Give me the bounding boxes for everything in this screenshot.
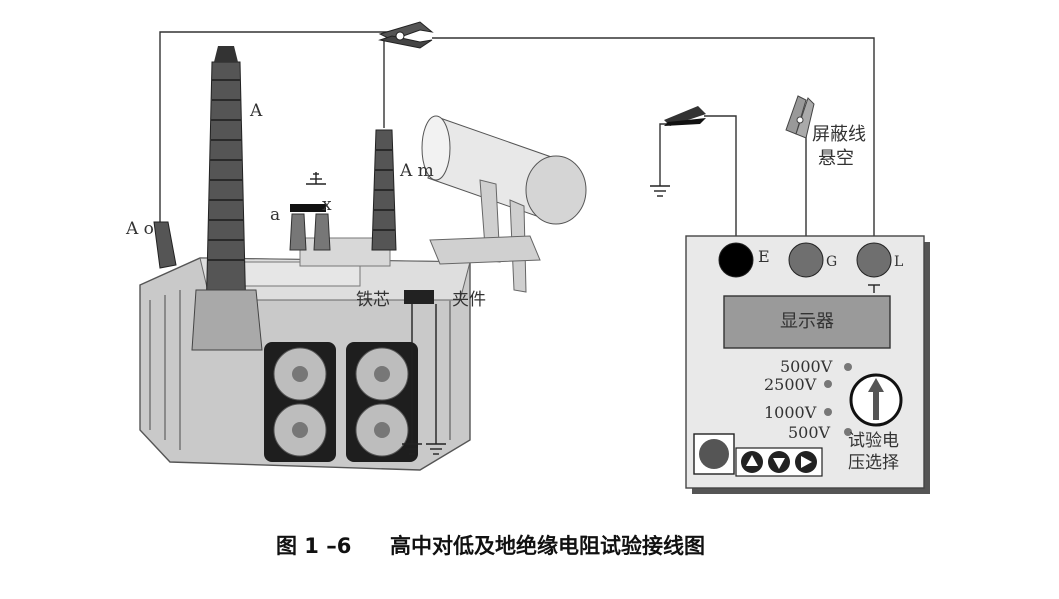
- label-terminal-a: a: [270, 205, 280, 225]
- bushing-Ao: [153, 221, 177, 269]
- terminal-G[interactable]: [788, 242, 824, 278]
- voltage-option-1000: 1000V: [764, 403, 817, 422]
- wire-ground-to-E: [704, 115, 737, 240]
- selector-label-line2: 压选择: [848, 453, 899, 473]
- bushing-A: [191, 46, 263, 351]
- radiator-fans: [264, 342, 418, 462]
- label-clamp: 夹件: [452, 290, 486, 310]
- label-terminal-A: A: [249, 101, 263, 121]
- label-core: 铁芯: [356, 290, 390, 310]
- label-terminal-E: E: [758, 247, 770, 266]
- voltage-option-500: 500V: [788, 423, 831, 442]
- nav-button-down[interactable]: [768, 451, 790, 473]
- L-minus-mark: [868, 284, 880, 293]
- nav-button-up[interactable]: [741, 451, 763, 473]
- label-shield-float: 悬空: [818, 148, 854, 169]
- wiring: [159, 31, 875, 240]
- figure-number: 图 1 –6: [276, 534, 351, 558]
- nav-button-group: [735, 447, 823, 477]
- ground-symbol-ax: [306, 172, 326, 185]
- transformer: [139, 46, 587, 471]
- wire-clip-to-L: [432, 37, 875, 240]
- alligator-clip-top: [378, 21, 434, 49]
- selector-label-line1: 试验电: [848, 431, 899, 451]
- ground-symbol-core: [402, 443, 422, 455]
- conservator-tank: [421, 115, 587, 293]
- display-label: 显示器: [780, 311, 834, 332]
- label-terminal-Am: A m: [399, 161, 434, 181]
- terminal-E[interactable]: [718, 242, 754, 278]
- power-button[interactable]: [699, 439, 729, 469]
- label-terminal-L: L: [894, 254, 903, 270]
- voltage-option-5000: 5000V: [780, 357, 833, 376]
- ground-symbol-left: [650, 185, 670, 197]
- alligator-clip-ground: [664, 106, 706, 126]
- ground-symbol-clamp: [426, 443, 446, 455]
- label-terminal-G: G: [826, 254, 837, 270]
- wire-ground-left: [659, 123, 668, 186]
- voltage-option-2500: 2500V: [764, 375, 817, 394]
- figure-title: 高中对低及地绝缘电阻试验接线图: [390, 534, 705, 558]
- insulation-tester: E G L 显示器 5000V 2500V 1000V 500V 试验电 压选择: [685, 235, 930, 494]
- label-terminal-x: x: [322, 195, 332, 215]
- label-shield-line: 屏蔽线: [812, 124, 866, 145]
- alligator-clip-shield: [785, 95, 815, 139]
- core-clamp-block: [404, 290, 437, 444]
- voltage-selector-knob[interactable]: [849, 373, 903, 427]
- wire-ao-to-clip: [159, 31, 392, 222]
- label-terminal-Ao: A o: [125, 219, 154, 239]
- bushings-a-x: [289, 204, 331, 251]
- bushing-Am: [371, 129, 397, 251]
- terminal-L[interactable]: [856, 242, 892, 278]
- display-panel: [723, 295, 891, 349]
- nav-button-right[interactable]: [795, 451, 817, 473]
- voltage-dots: [824, 363, 852, 436]
